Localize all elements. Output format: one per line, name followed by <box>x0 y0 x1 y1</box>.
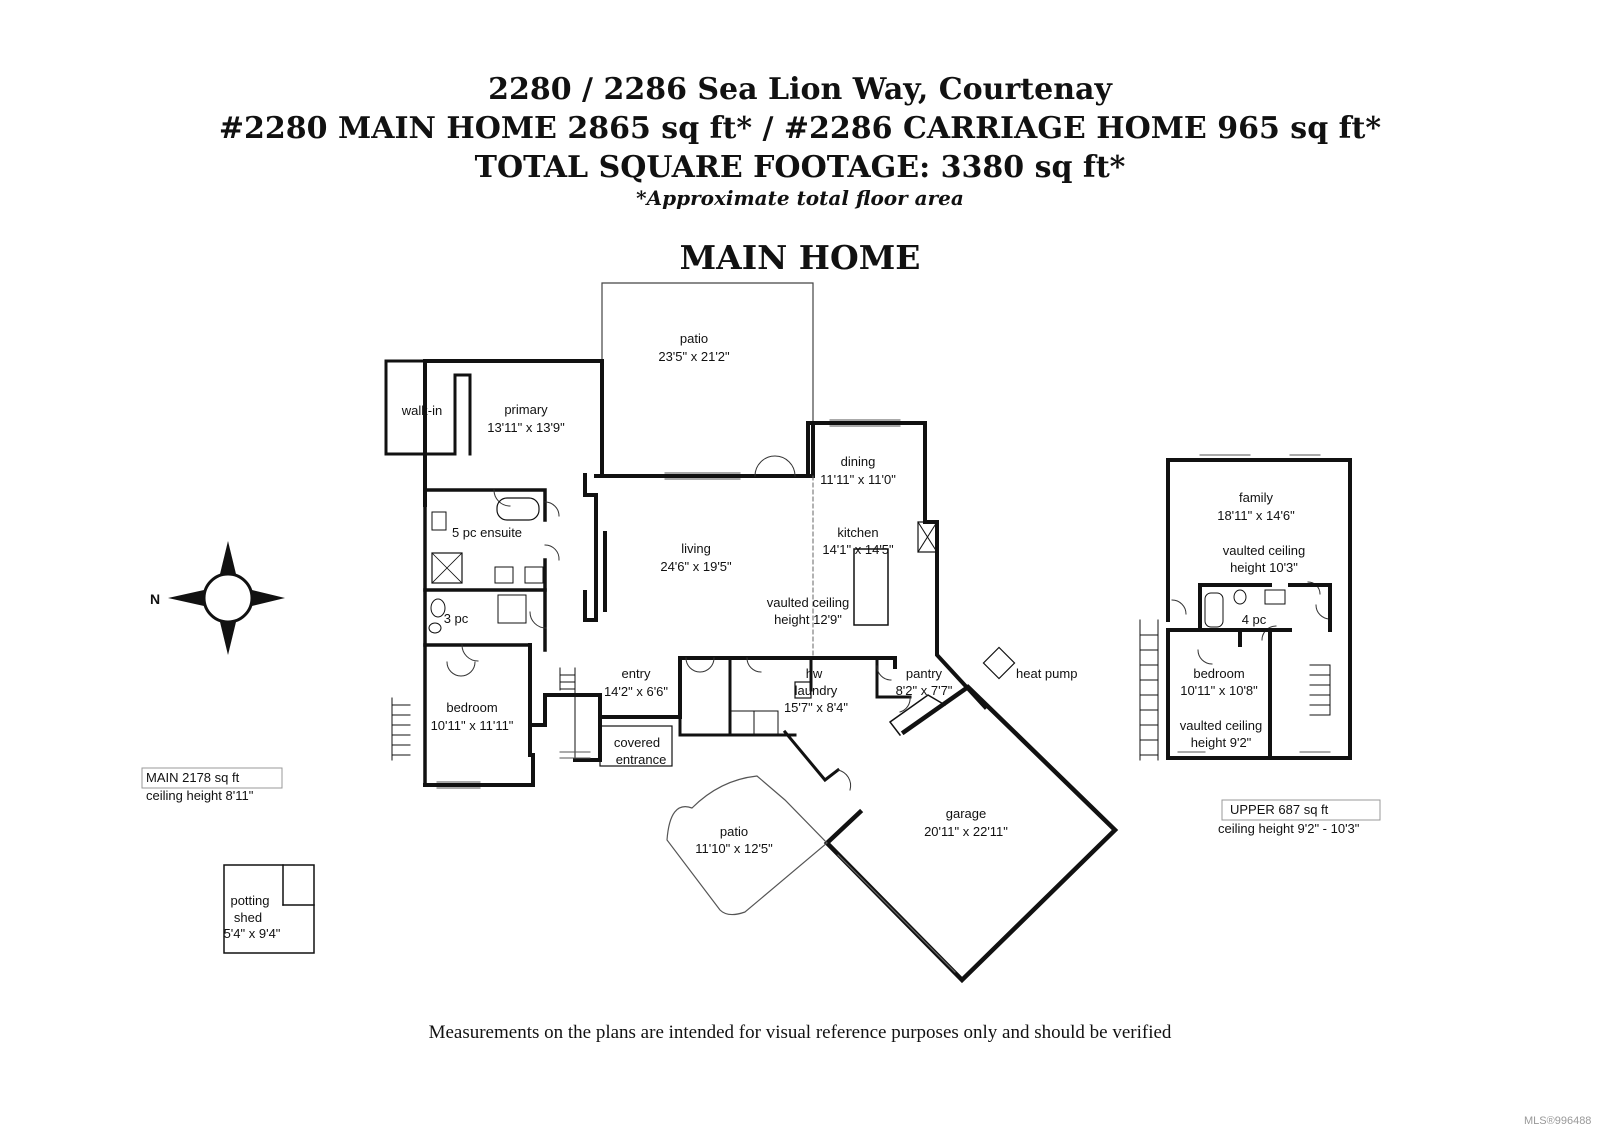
bedroom-upper-dims: 10'11" x 10'8" <box>1180 683 1258 698</box>
patio-front-label: patio <box>720 824 748 839</box>
patio-front-outline <box>666 775 828 916</box>
patio-front-dims: 11'10" x 12'5" <box>695 841 773 856</box>
bedroom-main-walls <box>423 643 535 787</box>
summary-upper-box <box>1221 799 1381 821</box>
bedroom-main-dims: 10'11" x 11'11" <box>431 718 514 733</box>
bedroom-upper-label: bedroom <box>1193 666 1244 681</box>
summary-upper-ceiling: ceiling height 9'2" - 10'3" <box>1218 821 1360 836</box>
homes-subtitle: #2280 MAIN HOME 2865 sq ft* / #2286 CARR… <box>218 111 1382 146</box>
family-dims: 18'11" x 14'6" <box>1217 508 1295 523</box>
compass-rose <box>168 541 285 655</box>
entry-label: entry <box>622 666 651 681</box>
shed-line1: potting <box>230 893 269 908</box>
primary-dims: 13'11" x 13'9" <box>487 420 565 435</box>
covered-entrance <box>599 725 673 767</box>
stairs-main <box>391 667 576 761</box>
ensuite-walls <box>423 488 547 787</box>
shower-ensuite <box>431 552 463 584</box>
living-walls <box>583 473 815 622</box>
sink-ensuite <box>431 511 447 531</box>
walkin-walls <box>384 359 472 456</box>
summary-main-box <box>141 767 283 789</box>
patio-top-label: patio <box>680 331 708 346</box>
dining-dims: 11'11" x 11'0" <box>820 472 896 487</box>
upper-walls <box>1166 458 1352 760</box>
shower-3pc <box>497 594 527 624</box>
living-dims: 24'6" x 19'5" <box>660 559 732 574</box>
family-label: family <box>1239 490 1273 505</box>
toilet-3pc <box>430 598 446 618</box>
hw-label: hw <box>806 666 823 681</box>
vaulted-main-line1: vaulted ceiling <box>767 595 849 610</box>
vaulted-bed-line1: vaulted ceiling <box>1180 718 1262 733</box>
disclaimer-text: Measurements on the plans are intended f… <box>428 1022 1172 1043</box>
garage-walls <box>823 684 1119 984</box>
potting-shed-walls <box>223 864 315 954</box>
main-home-title: MAIN HOME <box>679 238 921 277</box>
covered-line2: entrance <box>616 752 667 767</box>
primary-walls <box>423 359 604 507</box>
kitchen-dims: 14'1" x 14'5" <box>822 542 894 557</box>
patio-top-dims: 23'5" x 21'2" <box>658 349 730 364</box>
vaulted-bed-line2: height 9'2" <box>1191 735 1252 750</box>
bathtub-upper <box>1204 592 1224 628</box>
vaulted-family-line2: height 10'3" <box>1230 560 1298 575</box>
dining-label: dining <box>841 454 876 469</box>
garage-label: garage <box>946 806 986 821</box>
vaulted-family-line1: vaulted ceiling <box>1223 543 1305 558</box>
kitchen-island <box>853 548 889 626</box>
threepc-label: 3 pc <box>444 611 469 626</box>
living-label: living <box>681 541 711 556</box>
summary-main-area: MAIN 2178 sq ft <box>146 770 240 785</box>
heat-pump-unit <box>982 646 1016 680</box>
approximate-note: *Approximate total floor area <box>636 186 964 210</box>
vaulted-main-line2: height 12'9" <box>774 612 842 627</box>
total-footage: TOTAL SQUARE FOOTAGE: 3380 sq ft* <box>474 150 1126 185</box>
address-title: 2280 / 2286 Sea Lion Way, Courtenay <box>488 72 1112 107</box>
laundry-dims: 15'7" x 8'4" <box>784 700 848 715</box>
fridge <box>917 521 938 553</box>
heat-pump-label: heat pump <box>1016 666 1077 681</box>
laundry-label: laundry <box>795 683 838 698</box>
doors <box>446 455 1331 791</box>
patio-top-outline <box>601 282 814 424</box>
fourpc-label: 4 pc <box>1242 612 1267 627</box>
garage-dims: 20'11" x 22'11" <box>924 824 1008 839</box>
shed-line2: shed <box>234 910 262 925</box>
compass-north-letter: N <box>150 591 160 607</box>
pantry-label: pantry <box>906 666 943 681</box>
summary-upper-area: UPPER 687 sq ft <box>1230 802 1329 817</box>
pantry-dims: 8'2" x 7'7" <box>896 683 953 698</box>
walkin-label: walk-in <box>401 403 442 418</box>
mls-watermark: MLS®996488 <box>1524 1115 1592 1127</box>
laundry-walls <box>678 656 912 783</box>
bathtub-ensuite <box>496 497 540 521</box>
summary-main-ceiling: ceiling height 8'11" <box>146 788 254 803</box>
stairs-upper <box>1139 619 1331 761</box>
bedroom-main-label: bedroom <box>446 700 497 715</box>
primary-label: primary <box>504 402 548 417</box>
kitchen-label: kitchen <box>837 525 878 540</box>
shed-dims: 5'4" x 9'4" <box>224 926 281 941</box>
ensuite-label: 5 pc ensuite <box>452 525 522 540</box>
entry-dims: 14'2" x 6'6" <box>604 684 668 699</box>
covered-line1: covered <box>614 735 660 750</box>
